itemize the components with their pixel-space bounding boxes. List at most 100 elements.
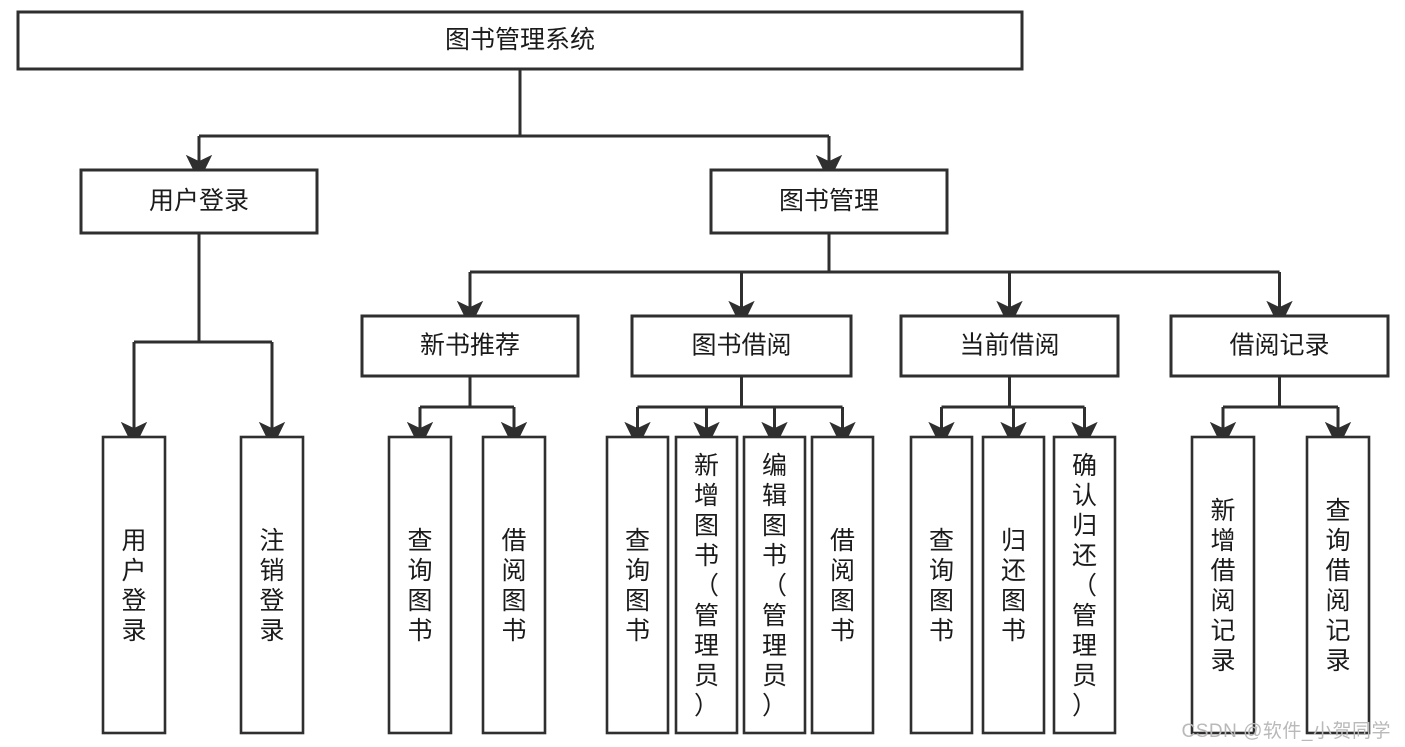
node-level2-label-1: 图书管理 bbox=[779, 187, 879, 215]
node-root-label: 图书管理系统 bbox=[445, 26, 595, 54]
svg-text:）: ） bbox=[1072, 692, 1097, 720]
node-level3-图书借阅[interactable] bbox=[630, 314, 853, 378]
svg-text:图: 图 bbox=[407, 587, 432, 615]
svg-text:图: 图 bbox=[501, 587, 526, 615]
svg-text:借: 借 bbox=[830, 527, 855, 555]
svg-text:询: 询 bbox=[625, 557, 650, 585]
leaf-注销登录-0-1[interactable] bbox=[239, 435, 305, 735]
leaf-查询图书-0-0[interactable] bbox=[387, 435, 453, 735]
svg-text:查: 查 bbox=[625, 527, 650, 555]
svg-text:查: 查 bbox=[1325, 497, 1350, 525]
svg-text:归: 归 bbox=[1072, 512, 1097, 540]
svg-text:书: 书 bbox=[762, 542, 787, 570]
svg-text:阅: 阅 bbox=[501, 557, 526, 585]
svg-text:图: 图 bbox=[625, 587, 650, 615]
leaf-查询借阅记录-3-1[interactable] bbox=[1305, 435, 1371, 735]
leaf-编辑图书管理员-1-2[interactable] bbox=[742, 435, 807, 735]
svg-text:借: 借 bbox=[1210, 557, 1235, 585]
leaf-查询图书-2-0[interactable] bbox=[909, 435, 974, 735]
node-level3-label-1: 图书借阅 bbox=[691, 332, 791, 360]
leaf-借阅图书-0-1[interactable] bbox=[481, 435, 547, 735]
svg-text:新: 新 bbox=[694, 452, 719, 480]
node-level3-label-0: 新书推荐 bbox=[420, 332, 520, 360]
svg-text:确: 确 bbox=[1072, 452, 1097, 480]
svg-text:户: 户 bbox=[121, 557, 146, 585]
svg-text:借: 借 bbox=[1325, 557, 1350, 585]
svg-text:员: 员 bbox=[1072, 662, 1097, 690]
svg-text:（: （ bbox=[762, 572, 787, 600]
svg-text:询: 询 bbox=[1325, 527, 1350, 555]
node-level3-当前借阅[interactable] bbox=[899, 314, 1120, 378]
svg-text:辑: 辑 bbox=[762, 482, 787, 510]
leaf-归还图书-2-1[interactable] bbox=[981, 435, 1046, 735]
leaf-确认归还管理员-2-2[interactable] bbox=[1052, 435, 1117, 735]
svg-text:编: 编 bbox=[762, 452, 787, 480]
svg-text:录: 录 bbox=[259, 617, 284, 645]
svg-text:管: 管 bbox=[762, 602, 787, 630]
svg-text:员: 员 bbox=[694, 662, 719, 690]
svg-text:）: ） bbox=[762, 692, 787, 720]
node-level3-借阅记录[interactable] bbox=[1169, 314, 1390, 378]
svg-text:图: 图 bbox=[1001, 587, 1026, 615]
watermark-text: CSDN @软件_小贺同学 bbox=[1181, 721, 1391, 742]
svg-text:）: ） bbox=[694, 692, 719, 720]
svg-text:录: 录 bbox=[121, 617, 146, 645]
svg-text:记: 记 bbox=[1325, 617, 1350, 645]
svg-text:登: 登 bbox=[259, 587, 284, 615]
svg-text:认: 认 bbox=[1072, 482, 1097, 510]
svg-text:录: 录 bbox=[1210, 647, 1235, 675]
svg-text:注: 注 bbox=[259, 527, 284, 555]
connector-layer bbox=[120, 69, 1352, 449]
leaf-label-0-0: 用户登录 bbox=[121, 527, 146, 645]
svg-text:员: 员 bbox=[762, 662, 787, 690]
svg-text:（: （ bbox=[1072, 572, 1097, 600]
svg-text:书: 书 bbox=[694, 542, 719, 570]
node-level2-用户登录[interactable] bbox=[79, 168, 319, 235]
svg-text:书: 书 bbox=[929, 617, 954, 645]
node-layer bbox=[16, 10, 1390, 735]
svg-text:询: 询 bbox=[407, 557, 432, 585]
svg-text:还: 还 bbox=[1001, 557, 1026, 585]
node-level3-新书推荐[interactable] bbox=[360, 314, 580, 378]
svg-text:书: 书 bbox=[830, 617, 855, 645]
svg-text:图: 图 bbox=[694, 512, 719, 540]
node-level2-图书管理[interactable] bbox=[709, 168, 949, 235]
leaf-查询图书-1-0[interactable] bbox=[605, 435, 670, 735]
leaf-新增图书管理员-1-1[interactable] bbox=[674, 435, 739, 735]
leaf-新增借阅记录-3-0[interactable] bbox=[1190, 435, 1256, 735]
svg-text:询: 询 bbox=[929, 557, 954, 585]
svg-text:书: 书 bbox=[625, 617, 650, 645]
svg-text:管: 管 bbox=[1072, 602, 1097, 630]
leaf-借阅图书-1-3[interactable] bbox=[810, 435, 875, 735]
svg-text:登: 登 bbox=[121, 587, 146, 615]
svg-text:图: 图 bbox=[830, 587, 855, 615]
svg-text:图: 图 bbox=[762, 512, 787, 540]
leaf-用户登录-0-0[interactable] bbox=[101, 435, 167, 735]
node-level2-label-0: 用户登录 bbox=[149, 187, 249, 215]
node-level3-label-2: 当前借阅 bbox=[959, 332, 1059, 360]
svg-text:销: 销 bbox=[259, 557, 284, 585]
svg-text:借: 借 bbox=[501, 527, 526, 555]
svg-text:图: 图 bbox=[929, 587, 954, 615]
label-layer: 图书管理系统用户登录用户登录注销登录图书管理新书推荐查询图书借阅图书图书借阅查询… bbox=[121, 26, 1350, 720]
svg-text:查: 查 bbox=[929, 527, 954, 555]
svg-text:管: 管 bbox=[694, 602, 719, 630]
node-root-图书管理系统[interactable] bbox=[16, 10, 1024, 71]
svg-text:阅: 阅 bbox=[1325, 587, 1350, 615]
node-level3-label-3: 借阅记录 bbox=[1229, 332, 1329, 360]
svg-text:阅: 阅 bbox=[830, 557, 855, 585]
svg-text:还: 还 bbox=[1072, 542, 1097, 570]
svg-text:记: 记 bbox=[1210, 617, 1235, 645]
svg-text:理: 理 bbox=[762, 632, 787, 660]
